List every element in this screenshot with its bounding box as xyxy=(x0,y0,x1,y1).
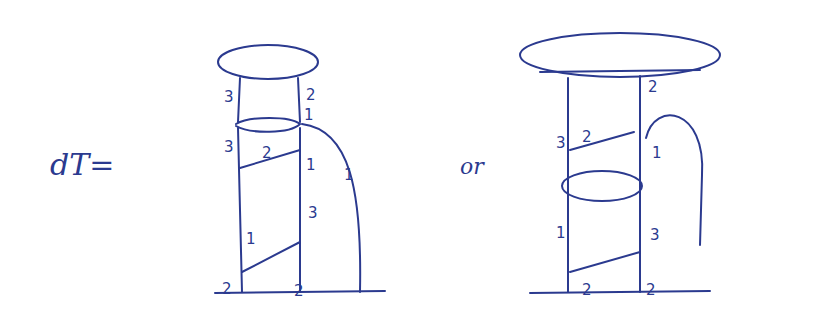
strand-number: 2 xyxy=(648,80,658,95)
strand-number: 2 xyxy=(646,283,656,298)
formula-label: dT= xyxy=(50,150,114,180)
strand-number: 2 xyxy=(582,130,592,145)
strand-number: 2 xyxy=(222,282,232,297)
strand-number: 3 xyxy=(556,136,566,151)
strand-number: 1 xyxy=(556,226,566,241)
strand-number: 3 xyxy=(650,228,660,243)
strand-number: 2 xyxy=(582,283,592,298)
strand-number: 3 xyxy=(224,140,234,155)
strand-number: 1 xyxy=(652,146,662,161)
strand-number: 2 xyxy=(262,146,272,161)
strand-number: 1 xyxy=(344,168,354,183)
strand-number: 3 xyxy=(308,206,318,221)
strand-number: 1 xyxy=(306,158,316,173)
strand-number: 2 xyxy=(306,88,316,103)
strand-number: 2 xyxy=(294,284,304,299)
connective-word: or xyxy=(460,156,484,178)
strand-number: 3 xyxy=(224,90,234,105)
strand-number: 1 xyxy=(304,108,314,123)
strand-number: 1 xyxy=(246,232,256,247)
